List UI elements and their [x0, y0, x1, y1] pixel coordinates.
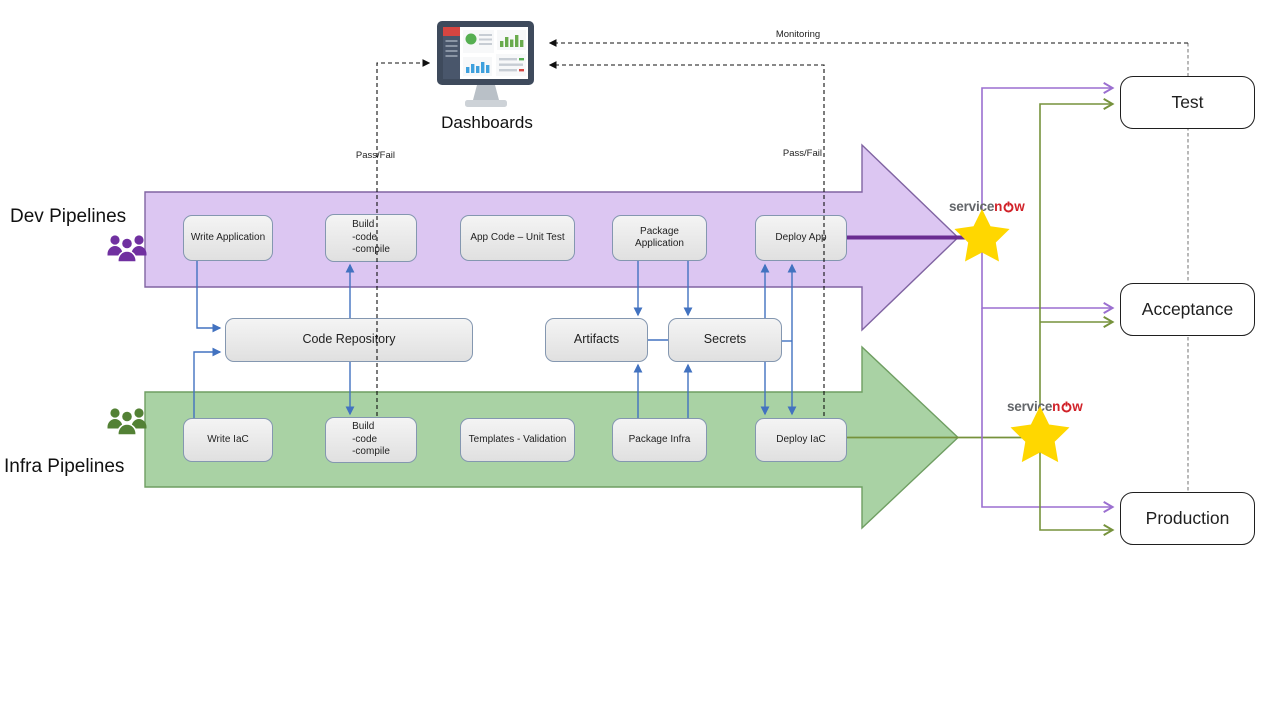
pass-fail-label-build: Pass/Fail	[355, 150, 395, 161]
write-iac-to-code-repo-connector	[193, 347, 222, 418]
secrets-box: Secrets	[668, 318, 782, 362]
stage-write-application: Write Application	[183, 215, 273, 261]
dev-to-acceptance-route	[981, 237, 1115, 314]
stage-deploy-app: Deploy App	[755, 215, 847, 261]
infra-to-production-route	[1039, 437, 1115, 536]
infra-env-routes	[1039, 98, 1115, 536]
artifacts-box: Artifacts	[545, 318, 648, 362]
write-app-to-code-repo-connector	[196, 260, 222, 333]
infra-to-test-route	[1039, 98, 1115, 437]
power-button-icon	[1003, 200, 1014, 212]
infra-pipelines-label: Infra Pipelines	[4, 456, 125, 477]
star-icon-dev	[954, 209, 1010, 262]
stage-infra-build: Build -code -compile	[325, 417, 417, 463]
env-production: Production	[1120, 492, 1255, 545]
infra-team-icon	[104, 404, 150, 443]
star-icon-infra	[1010, 406, 1070, 463]
code-repository-box: Code Repository	[225, 318, 473, 362]
stage-package-application: Package Application	[612, 215, 707, 261]
dashboards-label: Dashboards	[441, 113, 533, 132]
dev-pipelines-label: Dev Pipelines	[10, 206, 127, 227]
stage-templates-validation: Templates - Validation	[460, 418, 575, 462]
pass-fail-label-deploy: Pass/Fail	[782, 148, 822, 159]
dev-env-routes	[981, 82, 1115, 513]
stage-deploy-iac: Deploy IaC	[755, 418, 847, 462]
stage-app-code-unit-test: App Code – Unit Test	[460, 215, 575, 261]
stage-dev-build: Build -code -compile	[325, 214, 417, 262]
dev-team-icon	[104, 231, 150, 270]
env-acceptance: Acceptance	[1120, 283, 1255, 336]
stage-write-iac: Write IaC	[183, 418, 273, 462]
env-test: Test	[1120, 76, 1255, 129]
dashboard-monitor-icon	[435, 14, 537, 117]
power-button-icon	[1061, 400, 1072, 412]
dev-to-test-route	[981, 82, 1115, 237]
stage-package-infra: Package Infra	[612, 418, 707, 462]
monitoring-label: Monitoring	[775, 29, 821, 40]
